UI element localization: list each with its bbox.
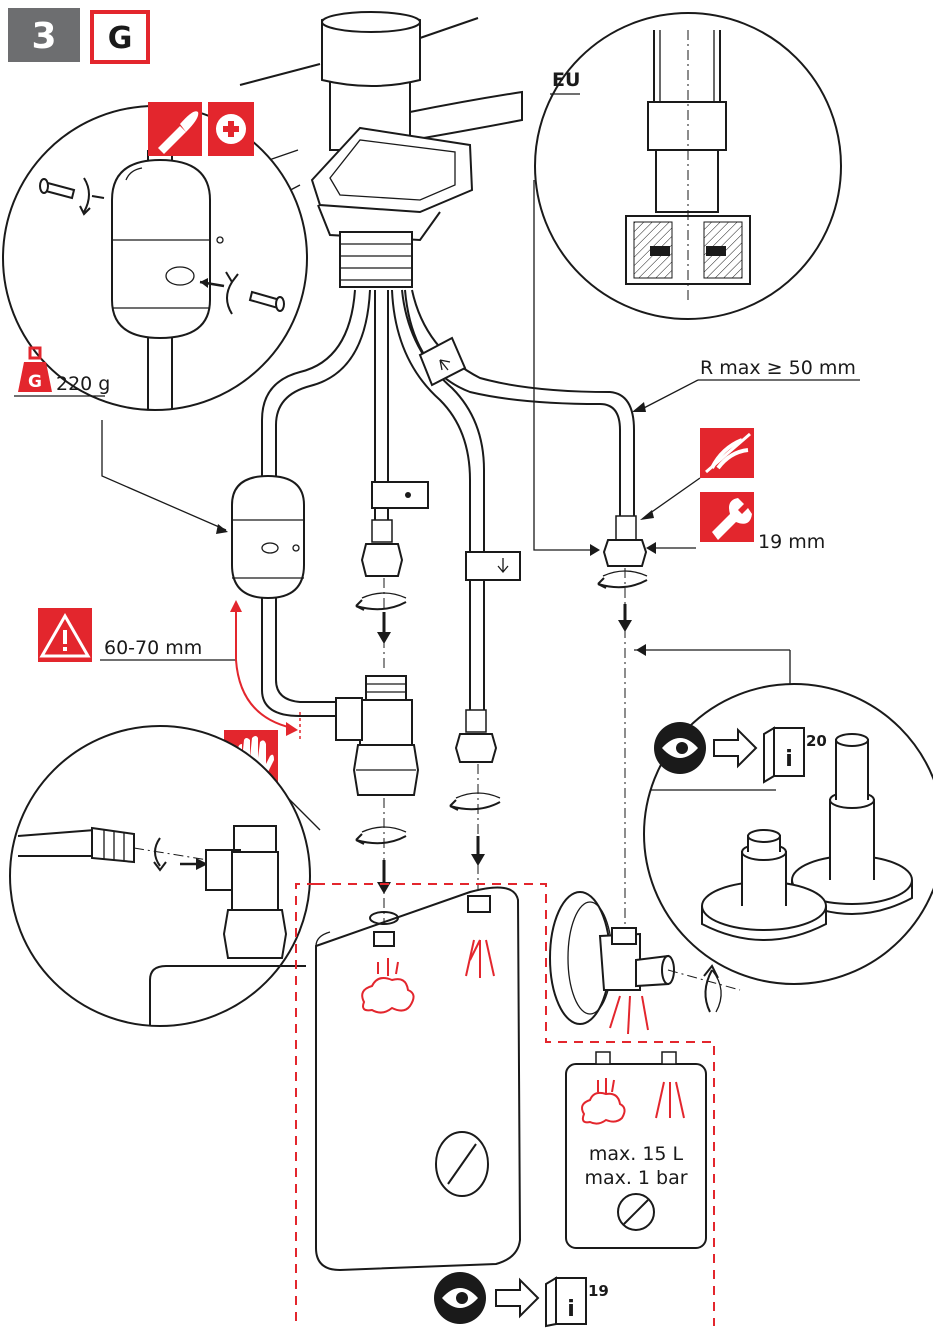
ref-page-top: 20: [806, 732, 827, 750]
tee-fitting: [335, 675, 420, 796]
detail-circle-tee: [9, 725, 311, 1027]
cloud-spray-icon: [361, 958, 415, 1014]
red-dashed-boundary-left: [295, 883, 316, 1326]
arrow-right-icon: [495, 1277, 540, 1319]
cold-spray-icon: [655, 1081, 685, 1119]
angle-valve: [549, 891, 741, 1035]
spec-tank: max. 15 L max. 1 bar: [565, 1051, 707, 1249]
distance-callout: 60-70 mm: [38, 600, 301, 740]
info-glyph-top: i: [785, 747, 793, 772]
no-pliers-icon: [640, 428, 754, 520]
detail-circle-eu: EU: [533, 12, 842, 556]
water-tank: [315, 886, 522, 1272]
detail-circle-adapters: i 20: [634, 644, 933, 985]
step-number-box: [8, 8, 80, 62]
eye-icon: [434, 1272, 486, 1324]
info-glyph-bottom: i: [567, 1297, 575, 1322]
rotation-arrows: [355, 570, 648, 894]
plus-circle-icon: [208, 102, 254, 156]
cloud-spray-icon: [581, 1078, 626, 1125]
eu-label: EU: [552, 69, 580, 91]
bend-radius-label: R max ≥ 50 mm: [700, 357, 856, 379]
weight-icon: G: [18, 346, 52, 392]
hose-weight: [231, 474, 340, 717]
step-header: 3 G: [8, 8, 150, 64]
centerlines: [383, 568, 626, 930]
bottom-reference: i 19: [434, 1272, 609, 1328]
ref-page-bottom: 19: [588, 1282, 609, 1300]
screwdriver-icon: [148, 102, 202, 156]
capacity-label: max. 15 L: [589, 1143, 684, 1165]
faucet-body: [239, 11, 523, 288]
info-book-icon: i 19: [545, 1276, 609, 1328]
hose-connectors: [360, 515, 648, 763]
cold-spray-icon: [465, 939, 495, 978]
eye-icon: [654, 722, 706, 774]
info-book-icon: i 20: [763, 726, 827, 784]
variant-badge: [90, 10, 150, 64]
hoses: [261, 289, 635, 730]
step-number: 3: [31, 16, 56, 57]
arrow-right-icon: [713, 727, 758, 769]
weight-value: 220 g: [56, 373, 110, 395]
red-dashed-boundary: [316, 883, 715, 1326]
distance-label: 60-70 mm: [104, 637, 202, 659]
bend-radius-callout: R max ≥ 50 mm: [632, 357, 860, 412]
wrench-size-label: 19 mm: [758, 531, 825, 553]
weight-badge-letter: G: [28, 372, 42, 392]
wrench-icon: 19 mm: [646, 492, 825, 554]
weight-label: G 220 g: [14, 346, 228, 534]
warning-triangle-icon: [38, 608, 92, 662]
variant-letter: G: [108, 21, 133, 56]
detail-circle-weight: [2, 105, 308, 411]
pressure-label: max. 1 bar: [584, 1167, 687, 1189]
